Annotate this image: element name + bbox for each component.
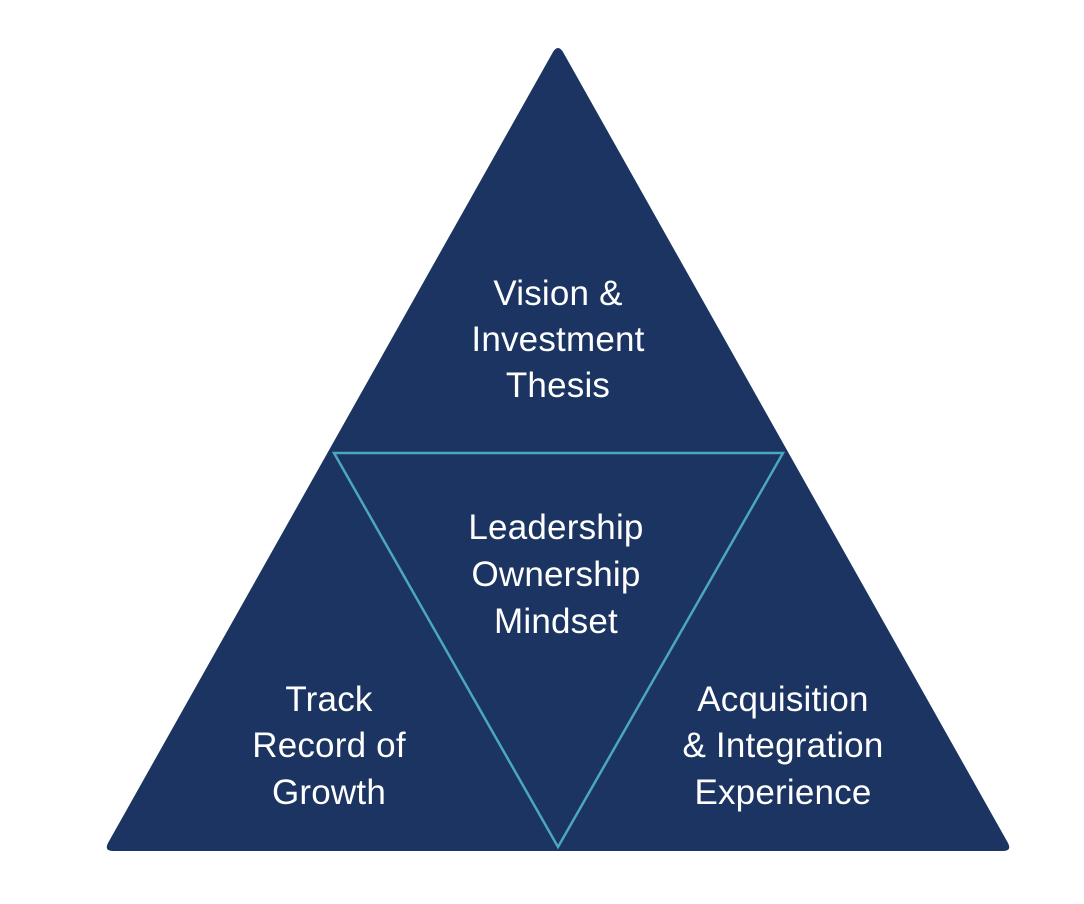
outer-triangle xyxy=(106,48,1010,851)
inner-triangle-outline xyxy=(331,451,786,850)
section-bottom-left-line-3: Growth xyxy=(272,773,386,812)
section-bottom-right-label: Acquisition & Integration Experience xyxy=(682,680,883,812)
section-bottom-left-label: Track Record of Growth xyxy=(252,680,406,812)
section-bottom-left-line-1: Track xyxy=(285,680,373,719)
section-center-line-2: Ownership xyxy=(471,555,640,594)
section-top-label: Vision & Investment Thesis xyxy=(471,274,644,405)
section-center-label: Leadership Ownership Mindset xyxy=(468,508,643,641)
section-bottom-right-line-3: Experience xyxy=(694,773,871,812)
section-bottom-right-line-1: Acquisition xyxy=(697,680,868,719)
section-center-line-1: Leadership xyxy=(468,508,643,547)
section-top-line-1: Vision & xyxy=(493,274,622,313)
section-bottom-right-line-2: & Integration xyxy=(682,726,883,765)
section-top-line-3: Thesis xyxy=(506,366,610,405)
section-center-line-3: Mindset xyxy=(494,602,618,641)
section-top-line-2: Investment xyxy=(471,320,644,359)
section-bottom-left-line-2: Record of xyxy=(252,726,406,765)
